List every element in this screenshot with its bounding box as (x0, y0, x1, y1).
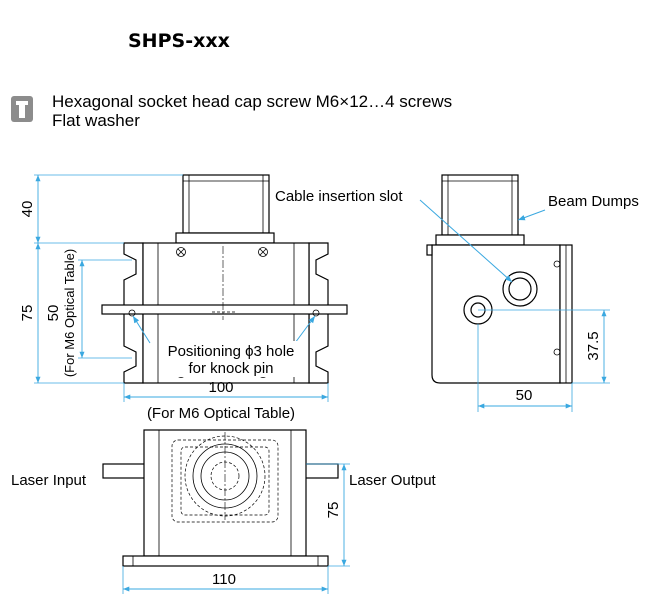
dim-front-width-note: (For M6 Optical Table) (147, 405, 295, 422)
drawing-title: SHPS-xxx (128, 30, 230, 52)
beam-dumps-leader (517, 209, 546, 221)
cable-slot-label: Cable insertion slot (275, 188, 403, 205)
dim-front-width: 100 (208, 379, 233, 396)
note-line-1: Hexagonal socket head cap screw M6×12…4 … (52, 92, 452, 111)
positioning-label-1: Positioning ϕ3 hole (168, 343, 295, 360)
front-view (101, 174, 348, 384)
front-dimensions (34, 174, 329, 402)
positioning-leader-left (132, 315, 151, 344)
laser-output-label: Laser Output (349, 472, 437, 489)
beam-dumps-label: Beam Dumps (548, 193, 639, 210)
top-dimensions (122, 463, 350, 594)
dim-front-height-top: 40 (19, 201, 36, 218)
positioning-label-2: for knock pin (188, 360, 273, 377)
dim-side-height: 37.5 (585, 331, 602, 360)
positioning-leader-right (294, 315, 316, 344)
cable-slot-leader (419, 199, 513, 283)
positioning-label-bg (160, 341, 300, 377)
dim-front-height: 75 (19, 305, 36, 322)
screw-icon (11, 96, 33, 122)
dim-front-holes-note: (For M6 Optical Table) (62, 249, 77, 377)
top-view (102, 429, 339, 567)
dim-top-height: 75 (325, 502, 342, 519)
dim-front-holes: 50 (45, 305, 62, 322)
dim-top-width: 110 (212, 571, 236, 588)
note-line-2: Flat washer (52, 111, 140, 130)
laser-input-label: Laser Input (11, 472, 87, 489)
dim-side-width: 50 (516, 387, 533, 404)
side-dimensions (477, 309, 610, 412)
